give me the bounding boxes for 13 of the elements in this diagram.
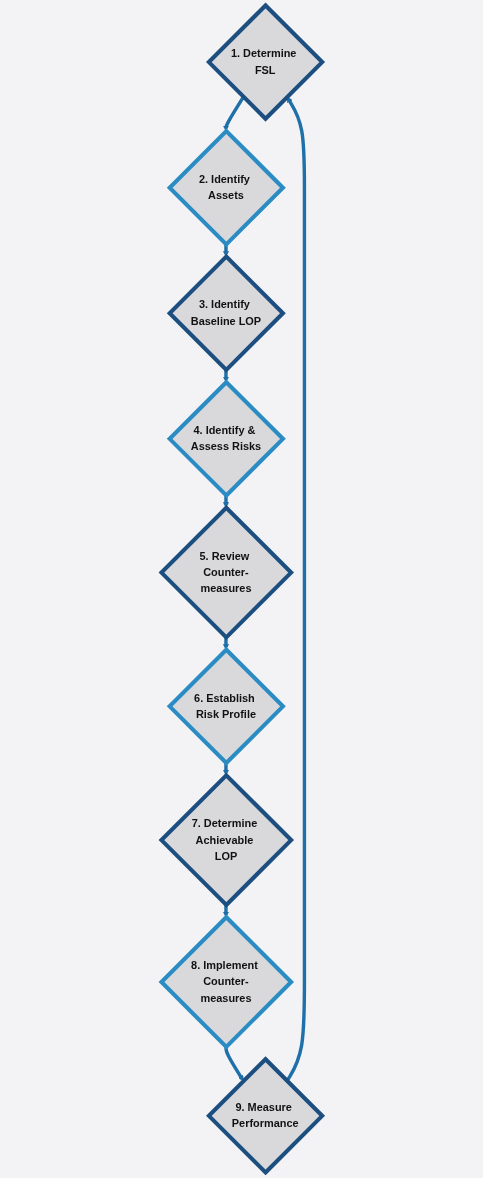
arrow (222, 96, 245, 132)
node-diamond: 6. Establish Risk Profile (166, 646, 286, 766)
arrow (223, 1046, 244, 1082)
arrow (285, 96, 306, 1082)
node-diamond: 3. Identify Baseline LOP (166, 253, 286, 373)
node-diamond: 1. Determine FSL (205, 2, 325, 122)
node-diamond: 7. Determine Achievable LOP (158, 772, 294, 908)
node-diamond: 5. Review Counter-measures (158, 504, 294, 641)
node-diamond: 2. Identify Assets (166, 128, 286, 248)
node-diamond: 9. Measure Performance (205, 1056, 325, 1176)
arrow (222, 243, 229, 257)
node-diamond: 4. Identify & Assess Risks (166, 379, 286, 499)
node-diamond: 8. Implement Counter-measures (158, 914, 294, 1050)
